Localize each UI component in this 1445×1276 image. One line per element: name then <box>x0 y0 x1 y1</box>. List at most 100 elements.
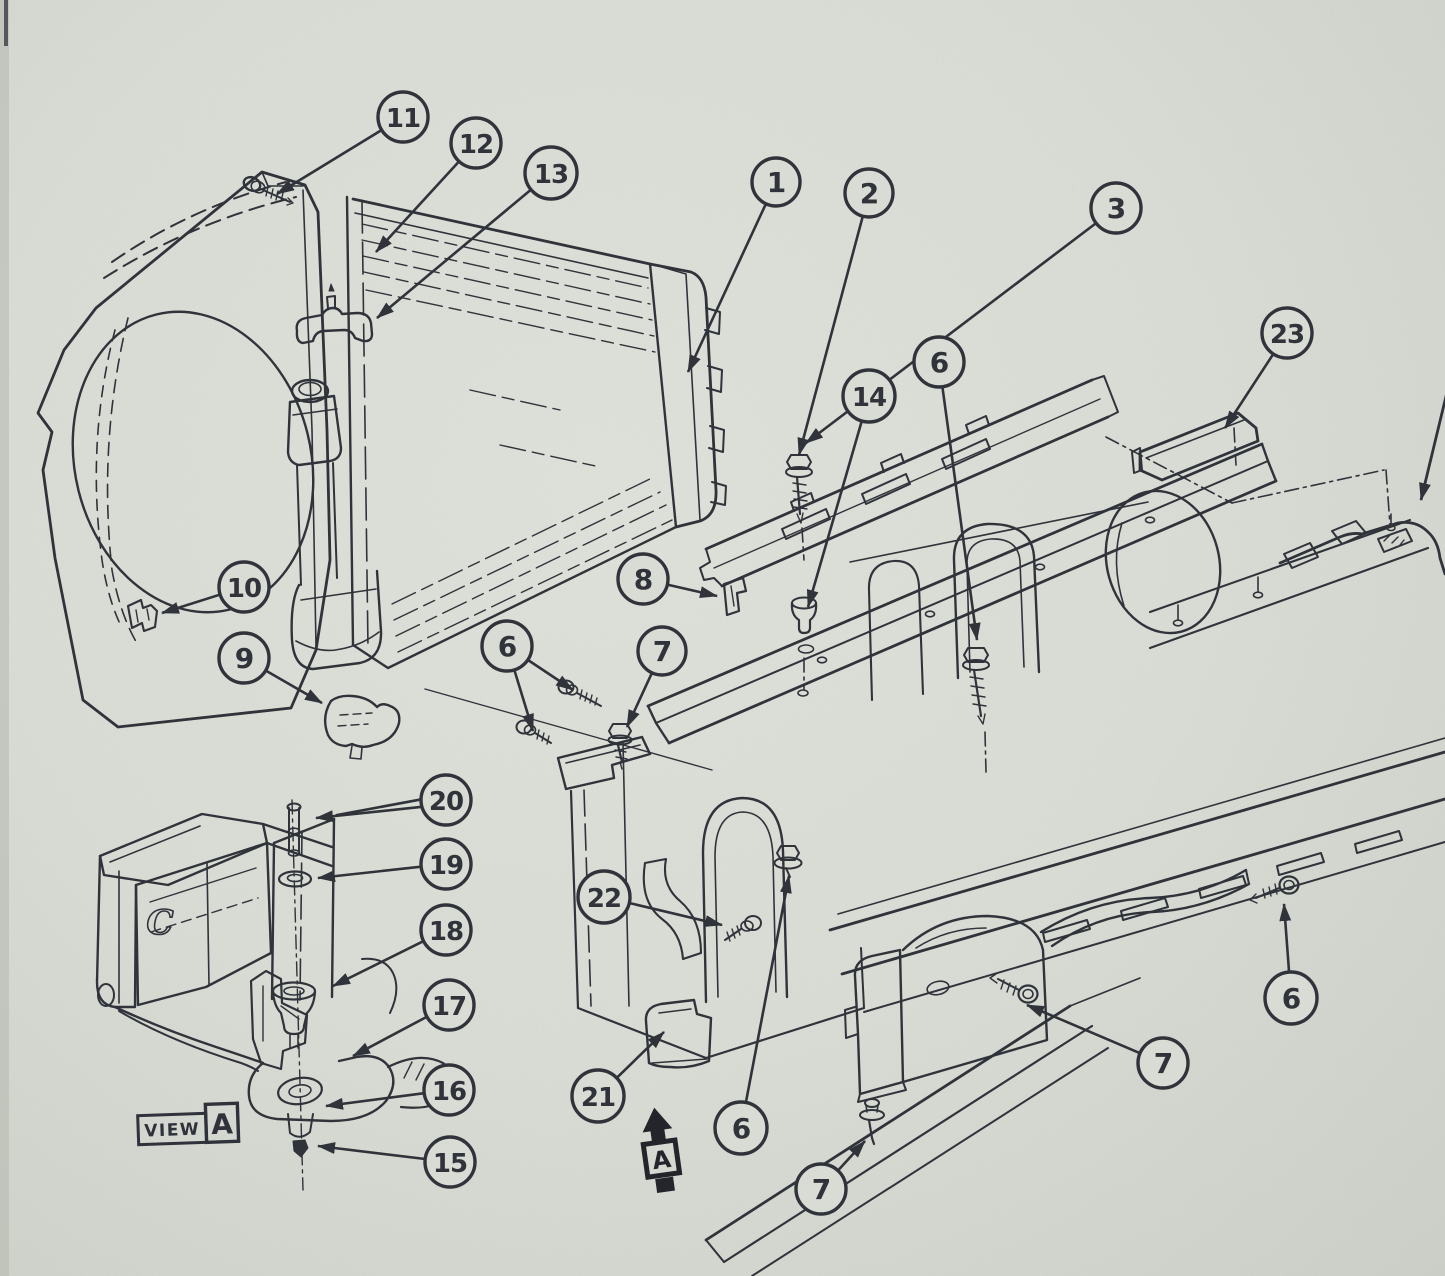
callout-balloon-6 <box>480 619 534 673</box>
leader-arrow <box>161 593 221 615</box>
bolt-6-upper <box>962 647 990 725</box>
callout-balloon-19 <box>419 837 473 891</box>
leader-arrow <box>667 583 718 599</box>
callout-number-17: 17 <box>432 992 466 1022</box>
callout-balloon-7 <box>1136 1036 1190 1090</box>
leader-arrow <box>315 805 423 823</box>
leader-arrow <box>265 669 323 705</box>
leader-arrow <box>332 939 425 988</box>
callout-balloon-13 <box>523 145 579 201</box>
callout-balloon-10 <box>217 560 271 614</box>
callout-balloon-1 <box>750 156 802 208</box>
callout-number-15: 15 <box>433 1149 467 1179</box>
view-a-label: VIEW A <box>136 1101 241 1147</box>
grommet-14 <box>790 596 818 697</box>
radiator-support-panel <box>849 489 1445 702</box>
leader-arrow <box>1279 903 1292 973</box>
leader-arrow <box>376 188 532 319</box>
view-label-letter: A <box>211 1107 234 1141</box>
callout-balloon-21 <box>570 1068 626 1124</box>
leader-arrow <box>686 203 768 373</box>
callout-balloon-7 <box>794 1162 848 1216</box>
callout-number-6: 6 <box>1282 982 1300 1015</box>
line-art: C <box>36 170 1445 1276</box>
edge-leader-arrow <box>1419 394 1445 501</box>
callout-number-8: 8 <box>634 563 652 596</box>
leader-arrow <box>513 669 535 732</box>
leader-arrow <box>317 865 422 883</box>
callout-number-11: 11 <box>386 104 420 134</box>
callout-balloon-9 <box>217 631 271 685</box>
part-marking-c: C <box>146 903 173 943</box>
callout-number-12: 12 <box>459 130 493 160</box>
callout-number-20: 20 <box>429 787 463 817</box>
leader-arrow <box>527 658 574 692</box>
callout-number-7: 7 <box>1154 1047 1172 1080</box>
callout-number-18: 18 <box>429 917 463 947</box>
marker-box <box>640 1137 683 1181</box>
callout-number-23: 23 <box>1270 320 1304 350</box>
bracket-21 <box>644 998 713 1069</box>
callout-number-7: 7 <box>812 1173 830 1206</box>
page-edge-mark <box>4 0 8 46</box>
callout-balloon-2 <box>843 167 895 219</box>
callout-number-1: 1 <box>767 166 785 199</box>
lower-tie-bar <box>704 737 1445 1276</box>
callout-balloon-23 <box>1260 306 1314 360</box>
clip-10 <box>126 598 159 633</box>
screw-7-center <box>859 1098 885 1146</box>
view-label-text: VIEW <box>144 1120 201 1142</box>
upper-panel-3 <box>699 375 1119 588</box>
callout-balloon-8 <box>616 552 670 606</box>
callout-balloon-17 <box>422 978 476 1032</box>
callout-balloon-3 <box>1089 181 1143 235</box>
view-letter-box <box>203 1101 241 1145</box>
callout-balloon-22 <box>576 869 632 925</box>
leader-arrow <box>276 128 383 196</box>
leader-arrow <box>1223 353 1275 429</box>
marker-letter: A <box>650 1145 673 1175</box>
callout-number-13: 13 <box>534 160 568 190</box>
core-hatching <box>361 223 673 653</box>
leader-arrow <box>615 1031 665 1079</box>
construction-lines <box>801 427 1391 773</box>
leader-line <box>335 798 422 817</box>
support-left-face <box>424 688 866 1060</box>
callout-balloon-6 <box>713 1100 769 1156</box>
callout-number-19: 19 <box>429 851 463 881</box>
leader-arrow <box>744 875 792 1103</box>
callout-number-21: 21 <box>581 1083 615 1113</box>
leader-arrow <box>352 1015 428 1058</box>
leader-arrow <box>797 215 865 456</box>
up-arrow-icon <box>642 1107 673 1144</box>
callout-number-10: 10 <box>227 574 261 604</box>
leader-arrow <box>1026 1003 1141 1055</box>
leader-arrow <box>325 1091 425 1110</box>
callout-number-22: 22 <box>587 884 621 914</box>
callout-number-16: 16 <box>432 1077 466 1107</box>
direction-marker: A <box>640 1107 683 1194</box>
callout-number-6: 6 <box>930 346 948 379</box>
callout-number-3: 3 <box>1107 192 1125 225</box>
callout-balloon-20 <box>419 773 473 827</box>
screw-22 <box>724 915 762 942</box>
radiator <box>286 195 727 671</box>
callout-balloon-7 <box>636 625 688 677</box>
callout-balloon-14 <box>841 368 897 424</box>
callout-balloon-15 <box>423 1135 477 1189</box>
leader-arrow <box>375 160 461 253</box>
callout-balloon-18 <box>419 903 473 957</box>
screw-6-right <box>1249 875 1300 904</box>
callout-balloon-6 <box>912 335 966 389</box>
callout-balloon-16 <box>422 1063 476 1117</box>
bolt-11 <box>242 175 294 206</box>
leader-arrow <box>628 901 723 927</box>
hook-bracket <box>844 868 1251 1103</box>
callout-number-9: 9 <box>235 642 253 675</box>
callout-balloon-12 <box>449 116 503 170</box>
view-a-detail <box>95 799 456 1191</box>
